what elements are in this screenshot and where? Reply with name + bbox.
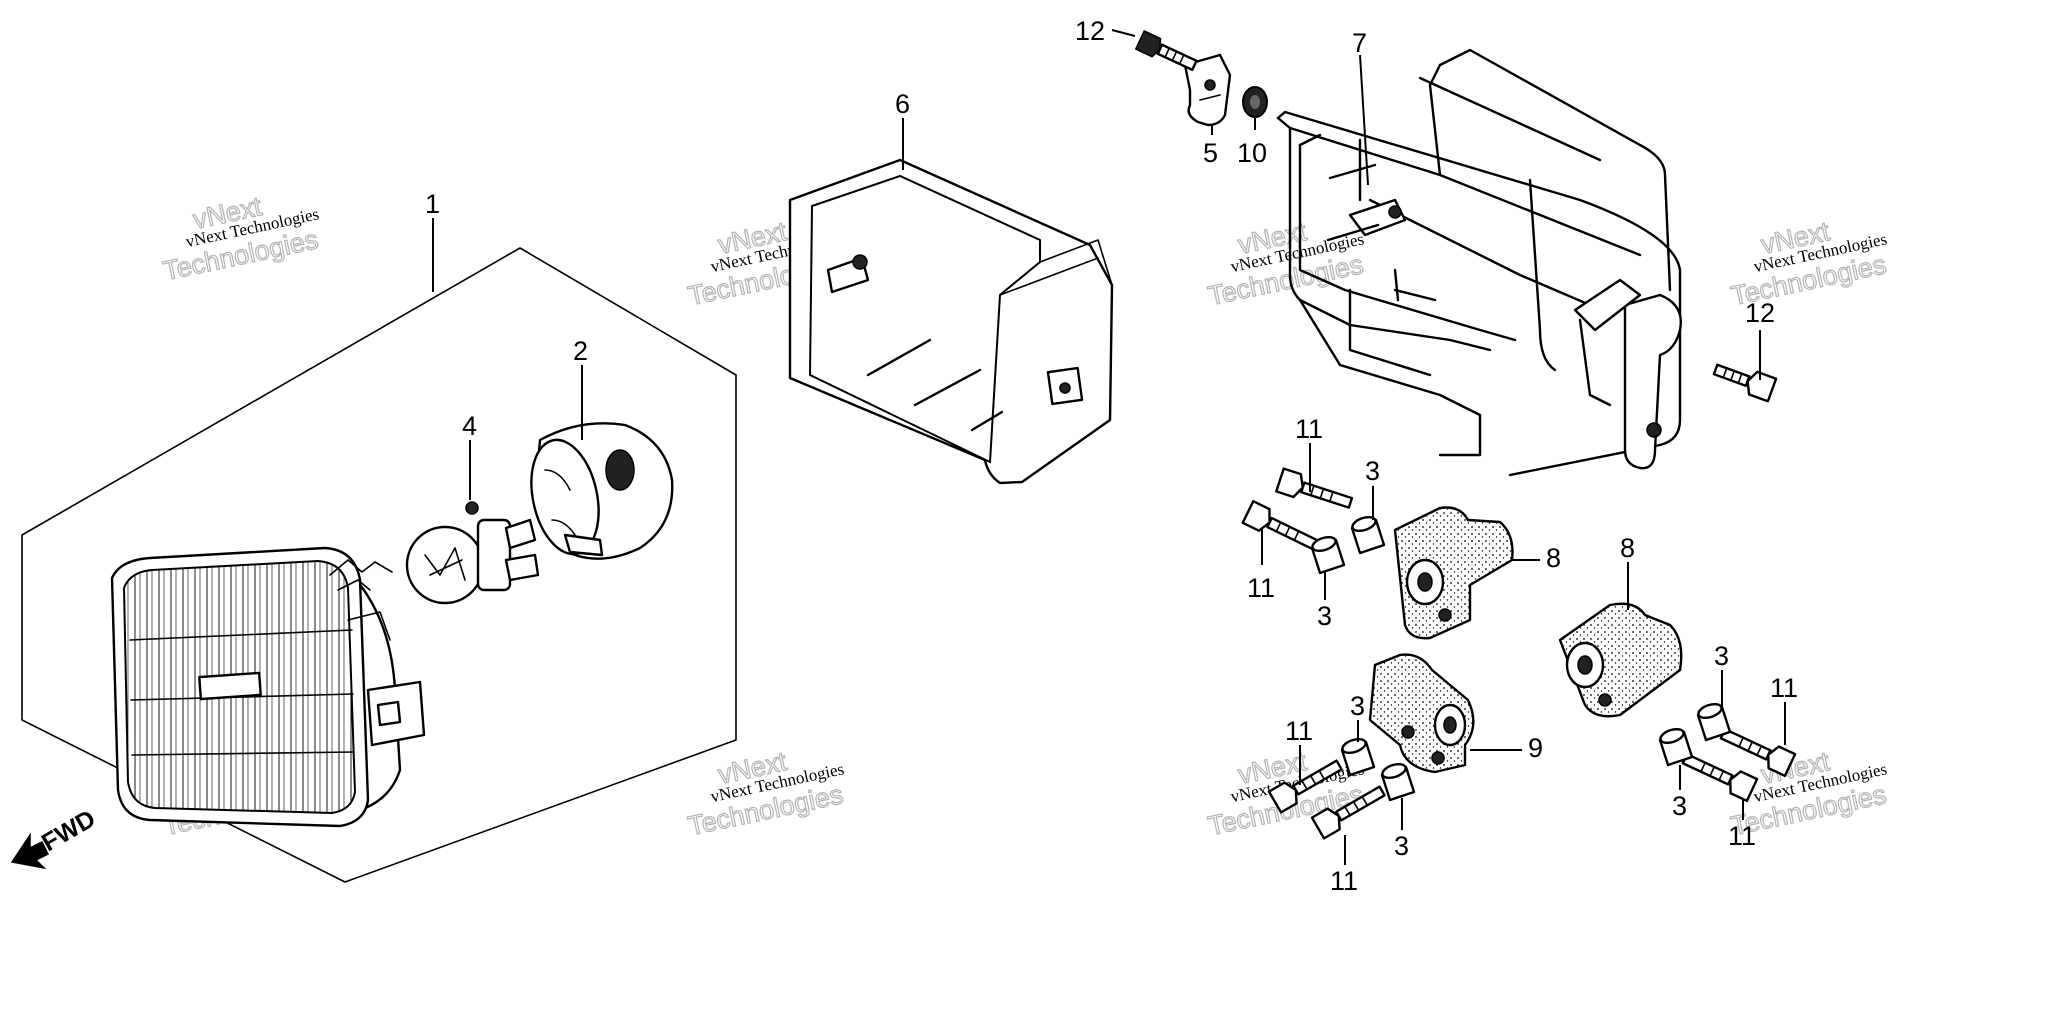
callout-9: 9: [1528, 733, 1543, 763]
headlight-stay: [1393, 506, 1514, 640]
callout-leaders: [432, 29, 1786, 865]
headlight-case: [788, 158, 1114, 485]
bolt: [1719, 727, 1797, 778]
bolt: [1134, 29, 1198, 72]
watermark: vNext vNext Technologies Technologies: [1205, 216, 1367, 312]
bulb-dust-cover: [530, 422, 674, 560]
forward-direction-marker: FWD: [10, 804, 100, 870]
collar: [1380, 762, 1416, 802]
callout-1: 1: [425, 189, 440, 219]
callout-11: 11: [1247, 573, 1275, 603]
collar: [1340, 737, 1376, 777]
callout-3: 3: [1394, 831, 1409, 861]
callout-11: 11: [1728, 821, 1756, 851]
collar: [1310, 535, 1346, 575]
headlight-stay: [1558, 602, 1683, 718]
headlight-bulb: [405, 501, 540, 605]
callout-11: 11: [1295, 414, 1323, 444]
watermark: vNext vNext Technologies Technologies: [160, 191, 322, 287]
forward-arrow-icon: [10, 832, 50, 870]
bolt: [1275, 467, 1354, 509]
bolt: [1241, 500, 1318, 551]
callout-11: 11: [1330, 866, 1358, 896]
callout-3: 3: [1350, 691, 1365, 721]
callout-3: 3: [1672, 791, 1687, 821]
mounting-bracket: [1183, 53, 1232, 127]
callout-7: 7: [1352, 28, 1367, 58]
bolt: [1267, 759, 1343, 814]
bolt: [1310, 785, 1386, 840]
callout-4: 4: [462, 411, 477, 441]
callout-3: 3: [1365, 456, 1380, 486]
fwd-label: FWD: [37, 804, 100, 857]
collar: [1350, 515, 1386, 555]
callout-11: 11: [1770, 673, 1798, 703]
callout-2: 2: [573, 336, 588, 366]
callout-11: 11: [1285, 716, 1313, 746]
callout-10: 10: [1237, 138, 1267, 168]
callout-12: 12: [1745, 298, 1775, 328]
headlight-unit: [110, 546, 426, 828]
watermark: vNext vNext Technologies Technologies: [685, 746, 847, 842]
callout-8: 8: [1546, 543, 1561, 573]
callout-3: 3: [1317, 601, 1332, 631]
headlight-guard: [1276, 48, 1682, 477]
bolt: [1681, 752, 1759, 803]
collar: [1658, 727, 1694, 767]
headlight-stay: [1368, 653, 1475, 774]
watermark: vNext vNext Technologies Technologies: [1728, 216, 1890, 312]
callout-3: 3: [1714, 641, 1729, 671]
headlight-assembly-outline: [21, 247, 737, 883]
callout-12: 12: [1075, 16, 1105, 46]
collar: [1696, 702, 1732, 742]
callout-8: 8: [1620, 533, 1635, 563]
bolt: [1712, 363, 1778, 403]
callout-6: 6: [895, 89, 910, 119]
callout-labels: 1 2 4 6 12 5 10 7 12 11 3 11 3 8 8 3 11 …: [425, 16, 1798, 896]
callout-5: 5: [1203, 138, 1218, 168]
